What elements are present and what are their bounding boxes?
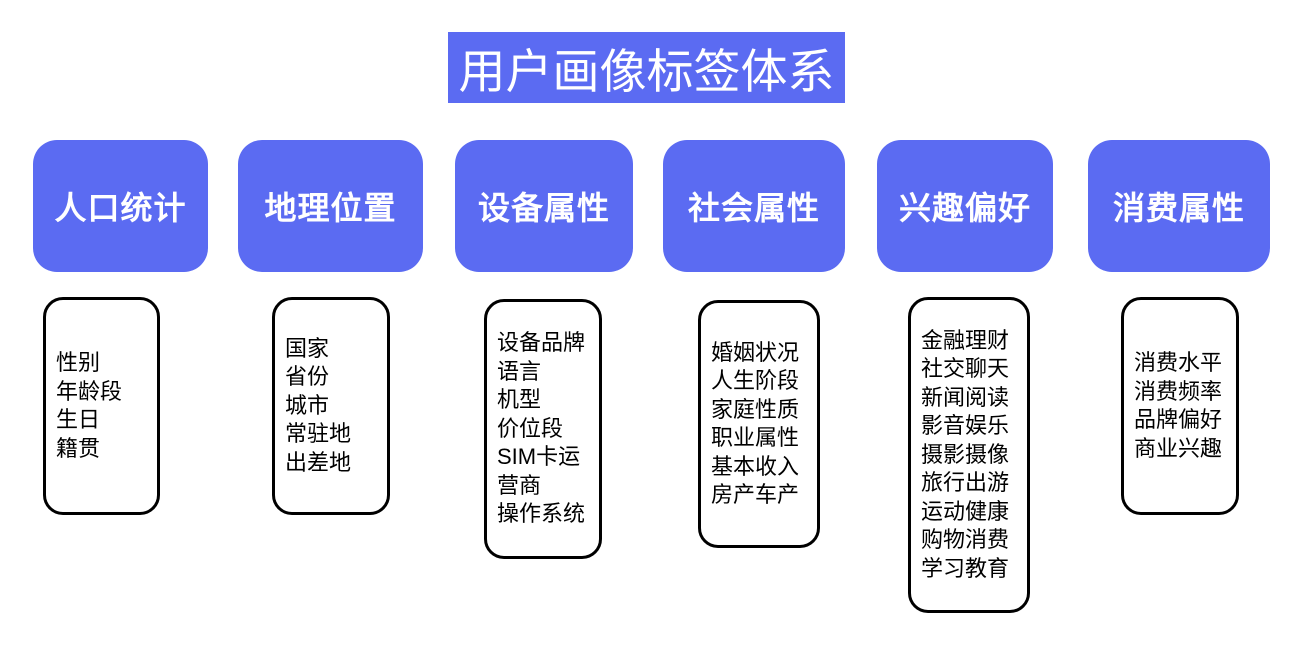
tag-item: 品牌偏好 [1134,407,1223,432]
tag-item: 新闻阅读 [921,384,1010,410]
category-header-interest-preferences: 兴趣偏好 [877,140,1053,272]
tag-item: 消费水平 [1134,350,1223,375]
tag-item: 房产车产 [711,482,800,507]
tag-item: 年龄段 [56,378,123,404]
category-items-box-demographics: 性别 年龄段 生日 籍贯 [43,297,160,515]
tag-item: 省份 [285,364,330,390]
tag-item: 消费频率 [1134,378,1223,404]
tag-item: 社交聊天 [921,356,1010,382]
tag-item: 常驻地 [285,421,352,447]
tag-item: SIM卡运营商 [497,444,581,498]
tag-item: 婚姻状况 [711,339,800,365]
category-items-box-geo-location: 国家 省份 城市 常驻地 出差地 [272,297,390,515]
tag-item: 国家 [285,335,330,361]
tag-item: 家庭性质 [711,396,800,422]
category-items-box-consumption-attributes: 消费水平 消费频率 品牌偏好 商业兴趣 [1121,297,1239,515]
tag-item: 购物消费 [921,527,1010,553]
category-items-box-device-attributes: 设备品牌 语言 机型 价位段 SIM卡运营商 操作系统 [484,299,602,559]
tag-item: 籍贯 [56,435,101,461]
tag-item: 出差地 [285,449,352,475]
tag-item: 学习教育 [921,555,1010,581]
tag-item: 生日 [56,407,101,432]
tag-item: 语言 [497,358,542,384]
tag-item: 运动健康 [921,498,1010,524]
category-header-consumption-attributes: 消费属性 [1088,140,1270,272]
tag-item: 职业属性 [711,425,800,450]
tag-item: 操作系统 [497,501,586,527]
tag-item: 金融理财 [921,327,1010,353]
tag-item: 人生阶段 [711,368,800,393]
tag-item: 设备品牌 [497,330,586,356]
tag-item: 旅行出游 [921,470,1010,496]
tag-item: 性别 [56,350,101,375]
diagram-title: 用户画像标签体系 [448,32,845,103]
category-header-geo-location: 地理位置 [238,140,423,272]
tag-item: 机型 [497,387,542,413]
tag-item: 基本收入 [711,453,800,479]
category-header-device-attributes: 设备属性 [455,140,633,272]
category-items-box-interest-preferences: 金融理财 社交聊天 新闻阅读 影音娱乐 摄影摄像 旅行出游 运动健康 购物消费 … [908,297,1030,613]
tag-item: 商业兴趣 [1134,435,1223,461]
tag-item: 价位段 [497,415,564,441]
tag-item: 摄影摄像 [921,441,1010,467]
tag-item: 影音娱乐 [921,413,1010,439]
category-header-social-attributes: 社会属性 [663,140,845,272]
tag-item: 城市 [285,392,330,418]
category-header-demographics: 人口统计 [33,140,208,272]
category-items-box-social-attributes: 婚姻状况 人生阶段 家庭性质 职业属性 基本收入 房产车产 [698,300,820,548]
